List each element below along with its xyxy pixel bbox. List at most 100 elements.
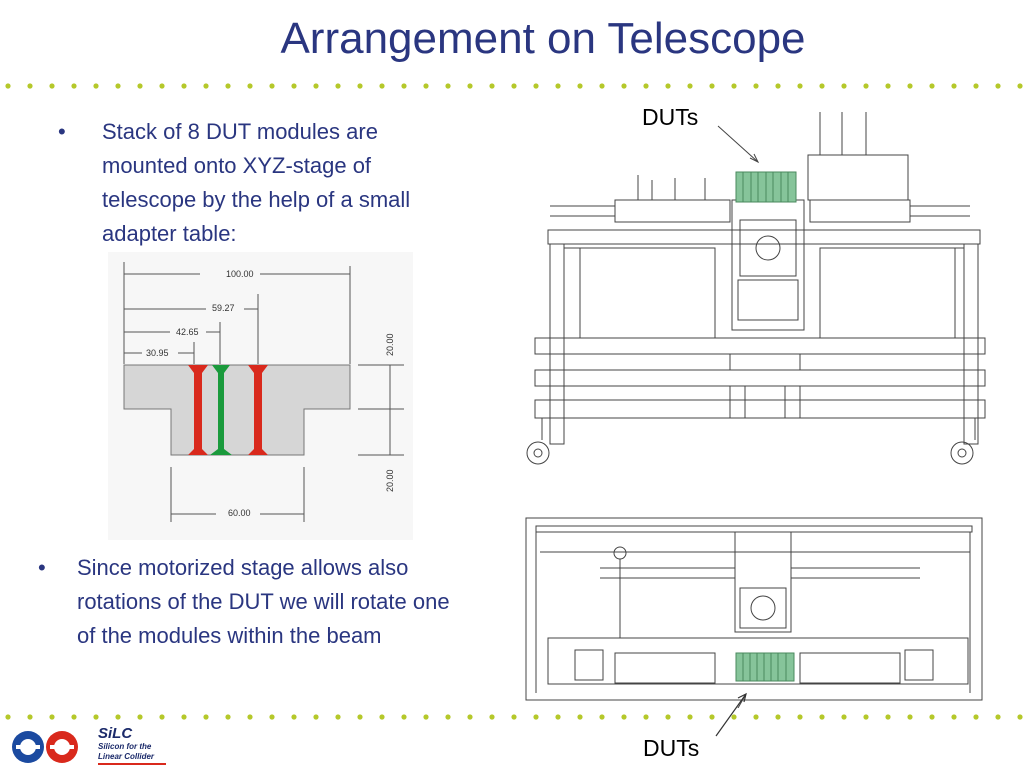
telescope-top-view	[525, 517, 983, 708]
bullet-1-line-4: adapter table:	[102, 221, 237, 246]
divider-dot	[797, 714, 803, 720]
divider-dot	[775, 714, 781, 720]
divider-dots-bottom	[5, 714, 1023, 720]
dim-30: 30.95	[146, 348, 169, 358]
divider-dot	[577, 83, 583, 89]
divider-dot	[995, 714, 1001, 720]
bullet-marker: •	[58, 119, 66, 144]
divider-dot	[379, 714, 385, 720]
adapter-table-drawing: 100.00 59.27 42.65 30.95 60.00 20.00 20.…	[108, 252, 413, 540]
bullet-1-line-1: Stack of 8 DUT modules are	[102, 119, 378, 144]
bullet-1-line-3: telescope by the help of a small	[102, 187, 411, 212]
divider-dot	[137, 83, 143, 89]
divider-dot	[709, 83, 715, 89]
divider-dot	[225, 714, 231, 720]
divider-dot	[467, 83, 473, 89]
telescope-front-view	[526, 112, 986, 465]
divider-dot	[973, 714, 979, 720]
divider-dot	[621, 83, 627, 89]
divider-dot	[203, 714, 209, 720]
divider-dot	[1017, 83, 1023, 89]
divider-dot	[599, 83, 605, 89]
divider-dot	[819, 83, 825, 89]
divider-dot	[533, 83, 539, 89]
divider-dot	[841, 714, 847, 720]
divider-dot	[5, 83, 11, 89]
divider-dot	[489, 714, 495, 720]
divider-dot	[599, 714, 605, 720]
bullet-1: • Stack of 8 DUT modules are mounted ont…	[58, 115, 478, 255]
dim-59: 59.27	[212, 303, 235, 313]
divider-dot	[885, 714, 891, 720]
divider-dot	[357, 83, 363, 89]
silc-logo-mark-icon	[12, 731, 78, 763]
divider-dot	[555, 83, 561, 89]
divider-dot	[687, 714, 693, 720]
logo-line-1: Silicon for the	[98, 742, 152, 751]
divider-dot	[203, 83, 209, 89]
divider-dot	[577, 714, 583, 720]
divider-dot	[269, 714, 275, 720]
divider-dot	[907, 83, 913, 89]
divider-dot	[885, 83, 891, 89]
divider-dot	[951, 83, 957, 89]
divider-dot	[819, 714, 825, 720]
divider-dot	[423, 714, 429, 720]
divider-dot	[401, 714, 407, 720]
logo-line-2: Linear Collider	[98, 752, 155, 761]
divider-dot	[71, 714, 77, 720]
logo-brand: SiLC	[98, 725, 133, 742]
divider-dot	[335, 714, 341, 720]
dim-20-bottom: 20.00	[385, 469, 395, 492]
duts-label-bottom: DUTs	[643, 735, 700, 761]
divider-dot	[797, 83, 803, 89]
duts-bottom-arrow	[715, 692, 747, 737]
divider-dot	[159, 83, 165, 89]
divider-dot	[731, 83, 737, 89]
divider-dot	[5, 714, 11, 720]
divider-dot	[511, 714, 517, 720]
divider-dot	[863, 714, 869, 720]
dim-20-top: 20.00	[385, 333, 395, 356]
divider-dot	[313, 83, 319, 89]
divider-dot	[49, 714, 55, 720]
divider-dot	[665, 714, 671, 720]
divider-dot	[423, 83, 429, 89]
divider-dot	[71, 83, 77, 89]
divider-dot	[269, 83, 275, 89]
divider-dot	[445, 714, 451, 720]
divider-dot	[841, 83, 847, 89]
dim-60: 60.00	[228, 508, 251, 518]
silc-logo: SiLC Silicon for the Linear Collider	[8, 726, 168, 766]
divider-dot	[401, 83, 407, 89]
dim-42: 42.65	[176, 327, 199, 337]
duts-label-top: DUTs	[642, 104, 699, 130]
bullet-2-line-3: of the modules within the beam	[77, 623, 382, 648]
divider-dot	[929, 714, 935, 720]
page-title: Arrangement on Telescope	[280, 14, 806, 63]
divider-dot	[137, 714, 143, 720]
divider-dot	[247, 83, 253, 89]
bullet-1-line-2: mounted onto XYZ-stage of	[102, 153, 372, 178]
divider-dot	[291, 714, 297, 720]
divider-dot	[49, 83, 55, 89]
divider-dot	[467, 714, 473, 720]
divider-dots-top	[5, 83, 1023, 89]
divider-dot	[27, 714, 33, 720]
divider-dot	[181, 714, 187, 720]
divider-dot	[93, 83, 99, 89]
divider-dot	[753, 714, 759, 720]
divider-dot	[665, 83, 671, 89]
bullet-marker: •	[38, 555, 46, 580]
divider-dot	[247, 714, 253, 720]
divider-dot	[907, 714, 913, 720]
bullet-2-line-2: rotations of the DUT we will rotate one	[77, 589, 450, 614]
divider-dot	[687, 83, 693, 89]
divider-dot	[643, 714, 649, 720]
bullet-2-line-1: Since motorized stage allows also	[77, 555, 409, 580]
divider-dot	[731, 714, 737, 720]
divider-dot	[511, 83, 517, 89]
divider-dot	[973, 83, 979, 89]
divider-dot	[291, 83, 297, 89]
divider-dot	[995, 83, 1001, 89]
